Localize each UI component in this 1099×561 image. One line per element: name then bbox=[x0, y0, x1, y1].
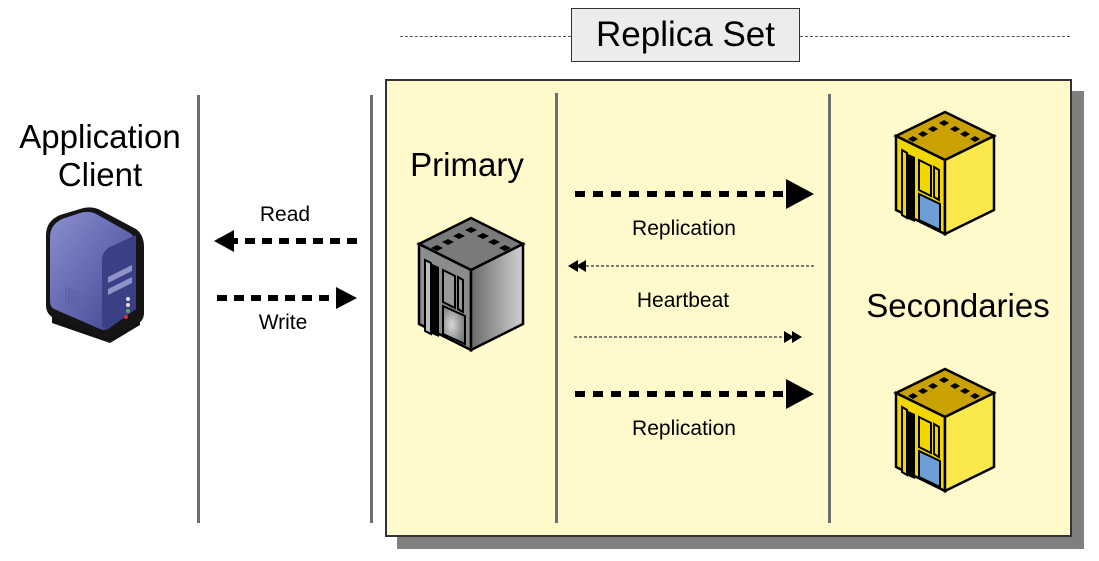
title-rule-right bbox=[800, 36, 1070, 37]
title-rule-left bbox=[400, 36, 571, 37]
server-gray-icon bbox=[416, 216, 526, 353]
client-label-line2: Client bbox=[57, 156, 143, 193]
client-label: Application Client bbox=[0, 118, 200, 194]
double-arrowhead-right-icon bbox=[792, 331, 802, 343]
divider-secondaries bbox=[828, 94, 831, 523]
heartbeat-arrow-to-secondaries bbox=[574, 331, 802, 343]
arrowhead-right-icon bbox=[786, 179, 814, 209]
replication-label-1: Replication bbox=[632, 217, 736, 240]
write-arrow bbox=[217, 287, 357, 309]
replication-arrow-1 bbox=[575, 179, 814, 209]
replica-set-title-text: Replica Set bbox=[596, 15, 775, 54]
heartbeat-arrow-to-primary bbox=[568, 260, 815, 272]
server-yellow-icon bbox=[893, 367, 997, 494]
double-arrowhead-left-icon bbox=[568, 260, 578, 272]
secondaries-label: Secondaries bbox=[866, 287, 1050, 324]
read-label: Read bbox=[259, 203, 311, 226]
divider-replica-set bbox=[370, 95, 373, 523]
arrowhead-right-icon bbox=[336, 287, 357, 309]
desktop-computer-icon bbox=[46, 207, 144, 343]
arrowhead-right-icon bbox=[786, 379, 814, 409]
divider-primary bbox=[555, 93, 558, 523]
client-label-line1: Application bbox=[19, 118, 181, 155]
divider-client bbox=[197, 95, 200, 523]
server-yellow-icon bbox=[893, 110, 997, 237]
read-arrow bbox=[214, 230, 357, 252]
primary-label: Primary bbox=[410, 146, 524, 183]
replication-arrow-2 bbox=[575, 379, 814, 409]
write-label: Write bbox=[258, 311, 308, 334]
replica-set-title: Replica Set bbox=[571, 8, 800, 62]
replication-label-2: Replication bbox=[632, 417, 736, 440]
arrowhead-left-icon bbox=[214, 230, 234, 252]
heartbeat-label: Heartbeat bbox=[636, 289, 730, 312]
